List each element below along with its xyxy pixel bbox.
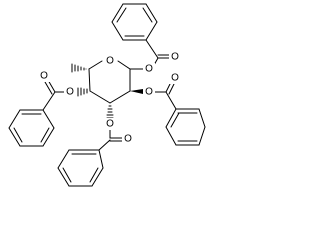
structure-diagram: O O O O O O O O — [8, 3, 206, 187]
c3-ether-oxygen: O — [104, 118, 116, 130]
svg-text:O: O — [66, 87, 74, 98]
svg-text:O: O — [171, 73, 179, 84]
svg-text:O: O — [145, 87, 153, 98]
phenyl-ring-left — [8, 109, 55, 147]
svg-text:O: O — [171, 52, 179, 63]
phenyl-ring-bottom — [57, 149, 104, 187]
methyl-bond — [71, 63, 87, 73]
c1-carbonyl-oxygen: O — [169, 51, 181, 63]
c4-carbonyl-oxygen: O — [38, 70, 50, 82]
c4-phenyl-bond — [42, 91, 56, 111]
phenyl-ring-top — [111, 3, 158, 41]
svg-text:O: O — [40, 71, 48, 82]
phenyl-ring-right — [165, 108, 206, 146]
c4-o-hash — [77, 87, 88, 97]
pyranose-ring — [88, 60, 131, 104]
c3-phenyl-bond — [98, 139, 111, 151]
svg-text:O: O — [145, 64, 153, 75]
c4-ether-oxygen: O — [64, 86, 76, 98]
c3-carbonyl-oxygen: O — [122, 133, 134, 145]
c2-ether-oxygen: O — [143, 86, 155, 98]
atom-labels: O O O O O O O O — [38, 51, 181, 145]
svg-text:O: O — [106, 119, 114, 130]
ring-oxygen: O — [104, 55, 116, 67]
c2-o-wedge — [130, 89, 143, 94]
c2-carbonyl-oxygen: O — [169, 72, 181, 84]
bonds — [8, 3, 206, 187]
c3-o-hash — [106, 105, 114, 119]
c1-ether-oxygen: O — [143, 63, 155, 75]
svg-text:O: O — [106, 56, 114, 67]
svg-text:O: O — [124, 134, 132, 145]
c1-phenyl-bond — [145, 39, 159, 59]
c2-phenyl-bond — [165, 91, 177, 110]
